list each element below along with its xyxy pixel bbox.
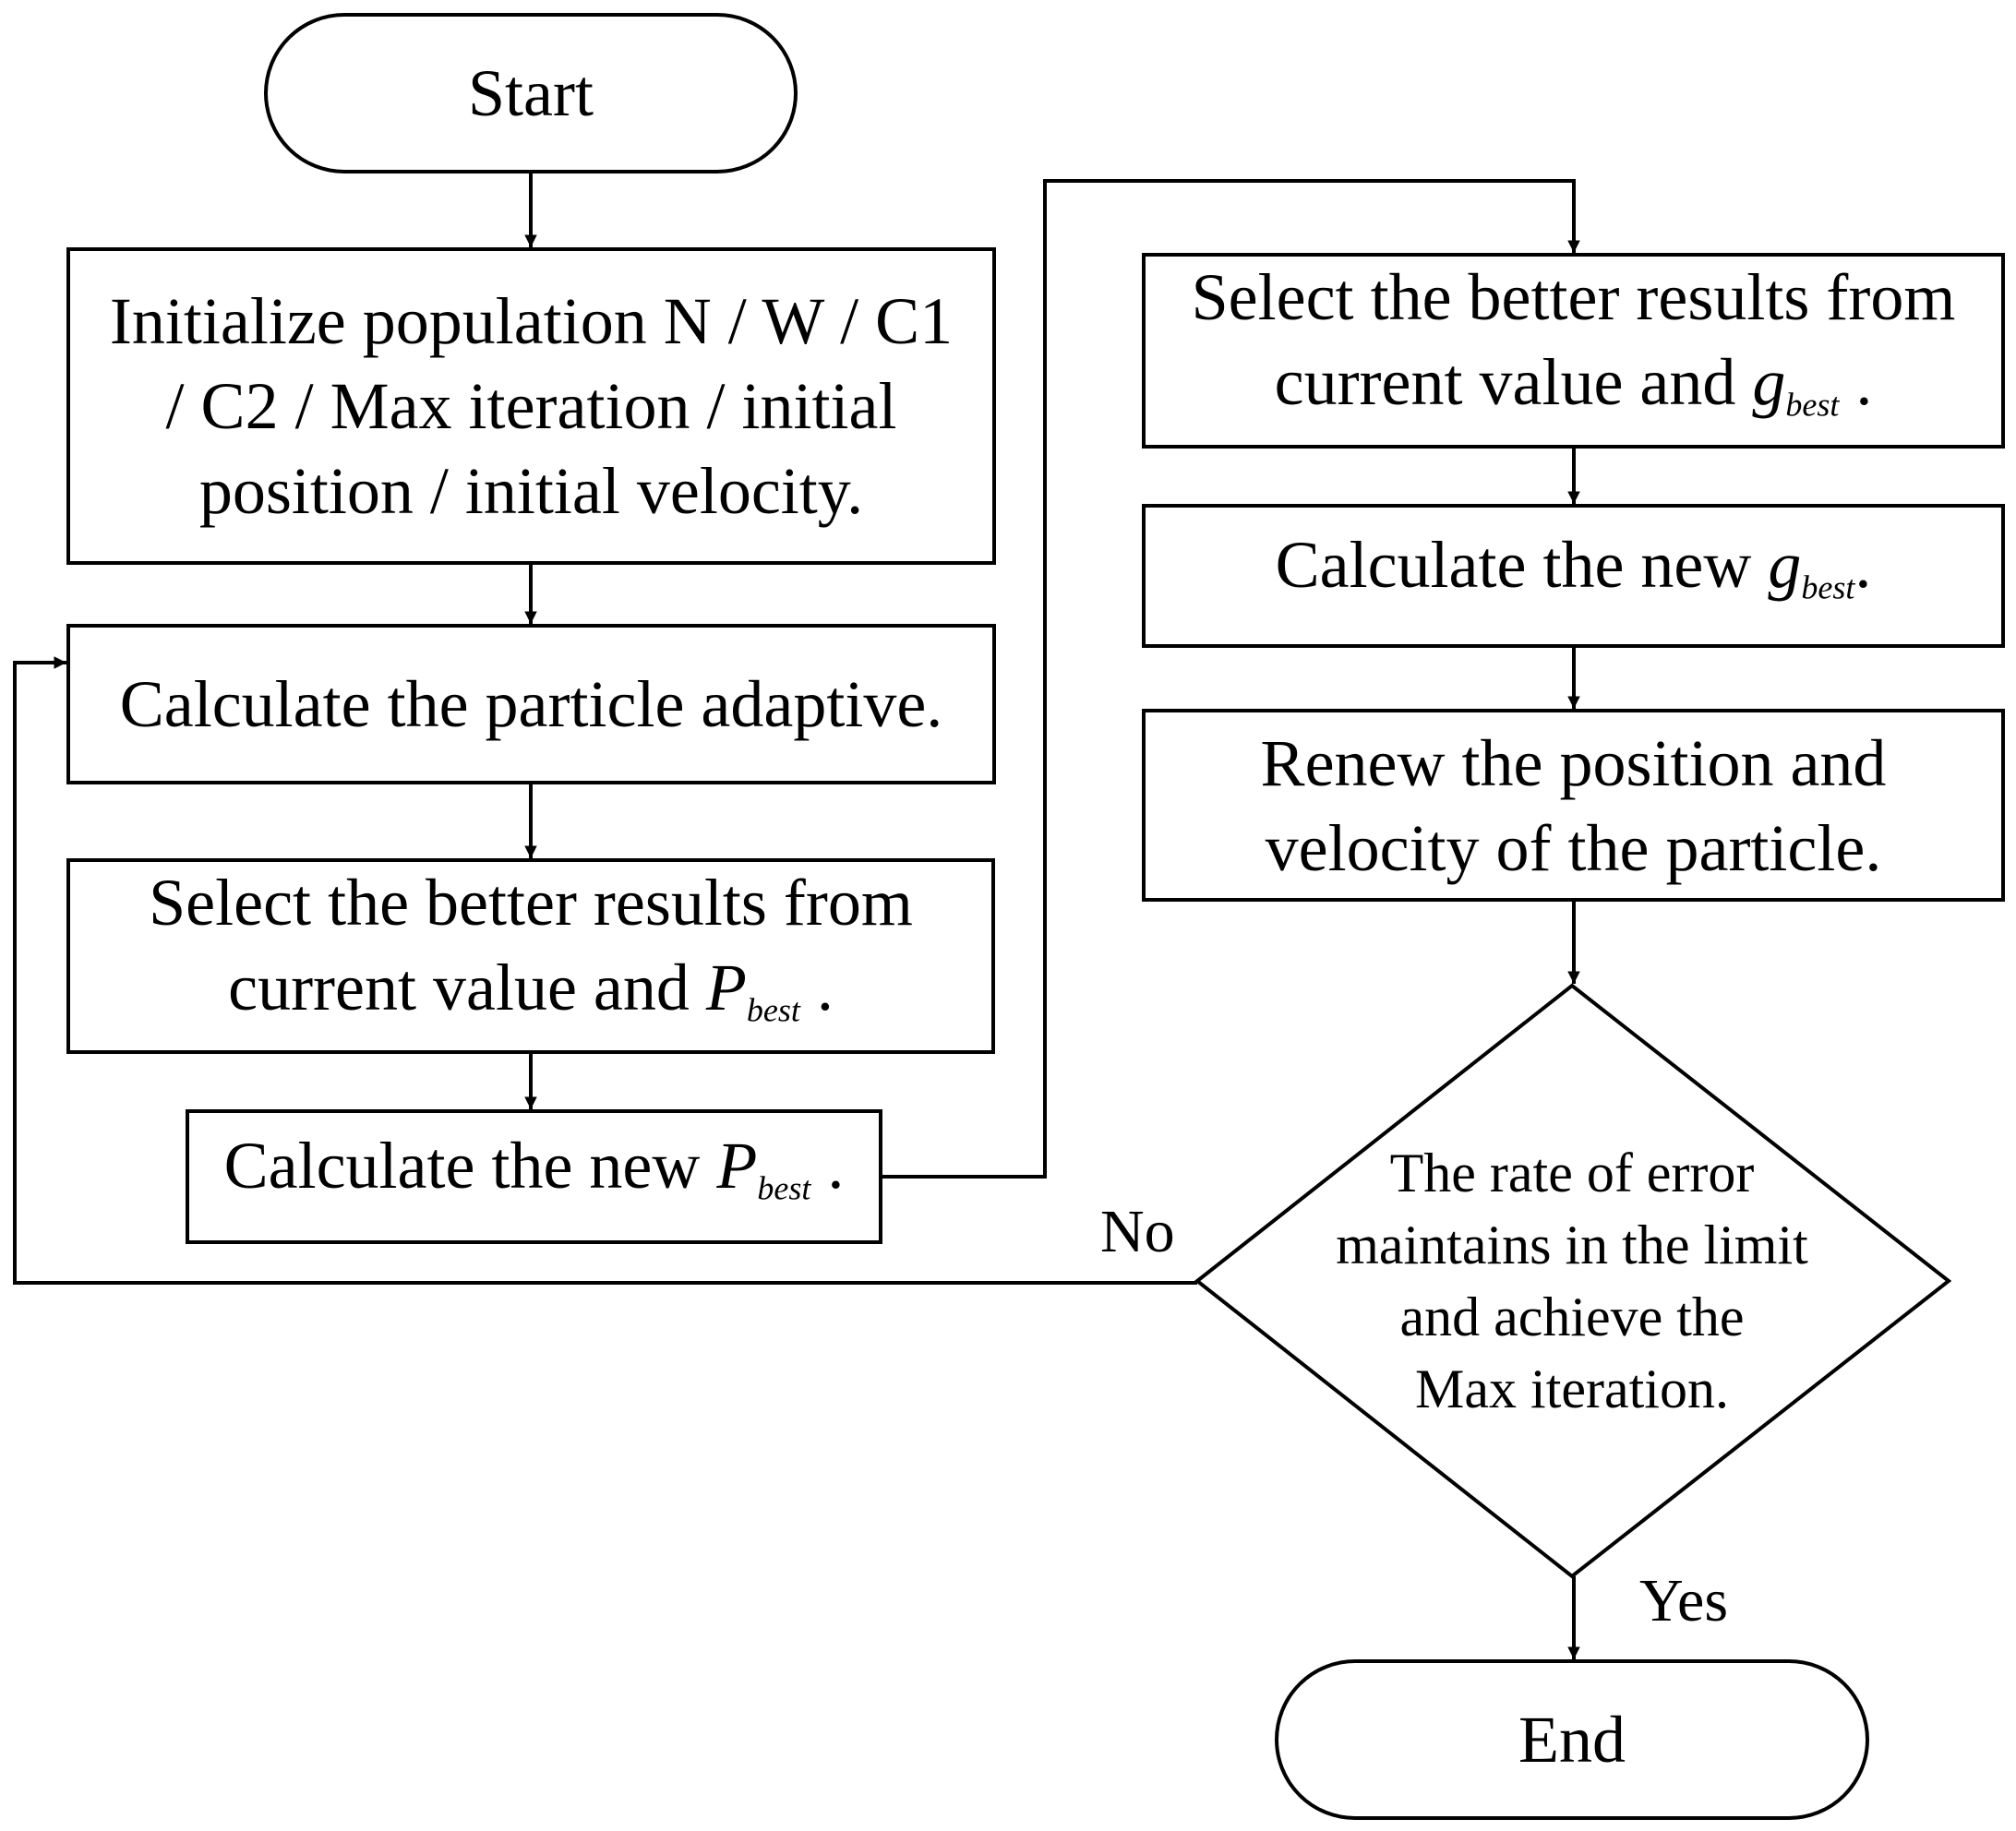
select-gbest-line-2: current value and gbest . <box>1275 340 1873 448</box>
renew-step: Renew the position and velocity of the p… <box>1144 711 2003 900</box>
gbest-symbol: gbest <box>1768 527 1855 606</box>
select-pbest-box-shape <box>66 858 995 1054</box>
renew-line-2: velocity of the particle. <box>1265 810 1882 885</box>
select-pbest-line-1: Select the better results from <box>149 865 913 939</box>
init-line-1: Initialize population N / W / C1 <box>109 284 954 358</box>
init-line-2: / C2 / Max iteration / initial <box>165 369 897 443</box>
init-line-3: position / initial velocity. <box>198 454 864 528</box>
pbest-symbol: Pbest <box>705 950 800 1029</box>
new-gbest-line: Calculate the new gbest. <box>1276 522 1872 630</box>
renew-line-1: Renew the position and <box>1260 725 1887 800</box>
new-gbest-step: Calculate the new gbest. <box>1144 506 2003 646</box>
new-gbest-text: Calculate the new <box>1275 527 1769 602</box>
select-gbest-step: Select the better results from current v… <box>1144 255 2003 447</box>
pbest-symbol: Pbest <box>716 1128 811 1207</box>
init-step: Initialize population N / W / C1 / C2 / … <box>68 249 994 563</box>
select-pbest-line-2-text: current value and <box>228 950 706 1024</box>
decision-step: The rate of error maintains in the limit… <box>1290 1133 1854 1429</box>
select-gbest-line-2-text: current value and <box>1274 344 1753 419</box>
decision-line-1: The rate of error <box>1389 1143 1755 1203</box>
gbest-symbol: gbest <box>1752 344 1840 424</box>
decision-line-3: and achieve the <box>1399 1286 1745 1347</box>
no-edge-label: No <box>1100 1198 1175 1265</box>
select-pbest-suffix: . <box>799 950 834 1024</box>
adaptive-box-shape <box>66 624 996 784</box>
new-pbest-box-shape <box>186 1109 882 1244</box>
renew-box-shape <box>1142 709 2005 902</box>
adaptive-label: Calculate the particle adaptive. <box>119 667 943 741</box>
adaptive-step: Calculate the particle adaptive. <box>68 626 994 783</box>
start-label: Start <box>468 56 594 130</box>
yes-edge-label: Yes <box>1639 1567 1729 1634</box>
init-box-shape <box>66 247 996 565</box>
end-terminal: End <box>1277 1661 1867 1818</box>
end-terminal-shape <box>1275 1659 1869 1820</box>
decision-line-2: maintains in the limit <box>1336 1215 1808 1275</box>
decision-line-4: Max iteration. <box>1415 1358 1729 1419</box>
new-pbest-text: Calculate the new <box>223 1128 717 1203</box>
new-pbest-suffix: . <box>810 1128 845 1203</box>
new-pbest-step: Calculate the new Pbest . <box>187 1111 881 1242</box>
end-label: End <box>1518 1703 1626 1777</box>
select-pbest-step: Select the better results from current v… <box>68 860 993 1052</box>
select-pbest-line-2: current value and Pbest . <box>228 945 834 1053</box>
arrow-new-pbest-to-select-gbest <box>881 179 1580 1179</box>
new-gbest-suffix: . <box>1854 527 1872 602</box>
arrow-no-loop-to-adaptive <box>13 656 1197 1285</box>
select-gbest-line-1: Select the better results from <box>1191 259 1956 334</box>
new-pbest-line: Calculate the new Pbest . <box>224 1123 845 1231</box>
start-terminal: Start <box>266 15 796 172</box>
select-gbest-suffix: . <box>1839 344 1873 419</box>
